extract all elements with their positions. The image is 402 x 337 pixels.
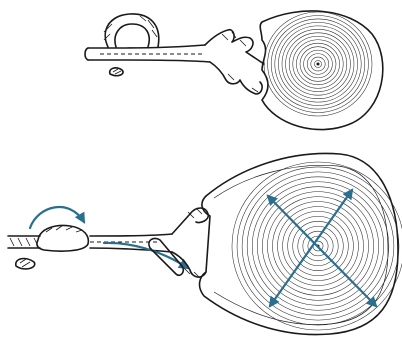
- bottom-panel: [8, 153, 402, 334]
- top-nodule: [110, 68, 123, 76]
- bottom-sac-inner-wall: [214, 165, 388, 324]
- top-content-center-dot: [317, 63, 320, 66]
- expansion-arrow-diagonal-b: [270, 190, 352, 306]
- bottom-clamp: [37, 226, 88, 252]
- bottom-neck: [149, 208, 208, 278]
- bottom-duct-arrow: [104, 243, 188, 268]
- top-clamp: [104, 14, 159, 47]
- top-twisted-neck: [205, 30, 264, 94]
- bottom-nodule: [16, 259, 35, 269]
- top-panel: [85, 11, 383, 130]
- bottom-expansion-arrows: [268, 190, 376, 306]
- top-sac-content: [264, 12, 372, 116]
- bottom-curved-arrow: [30, 207, 84, 228]
